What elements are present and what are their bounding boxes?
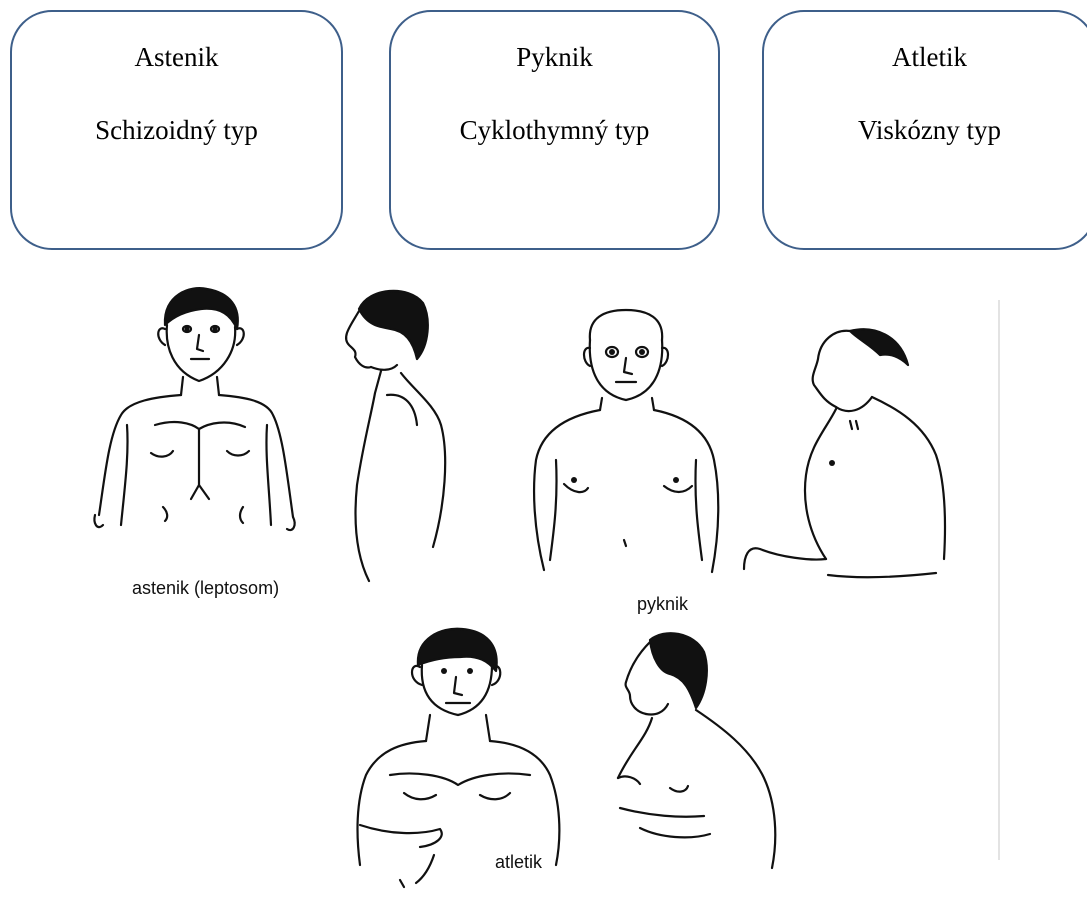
pyknik-subtitle: Cyklothymný typ bbox=[391, 115, 718, 146]
pyknik-front-illustration bbox=[528, 310, 728, 585]
atletik-front-illustration bbox=[350, 625, 570, 890]
astenik-subtitle: Schizoidný typ bbox=[12, 115, 341, 146]
scan-margin-line bbox=[998, 300, 1000, 860]
atletik-caption: atletik bbox=[495, 852, 542, 873]
astenik-caption: astenik (leptosom) bbox=[132, 578, 279, 599]
pyknik-caption: pyknik bbox=[637, 594, 688, 615]
atletik-side-illustration bbox=[600, 628, 790, 888]
astenik-title: Astenik bbox=[12, 42, 341, 73]
atletik-subtitle: Viskózny typ bbox=[764, 115, 1087, 146]
astenik-side-illustration bbox=[335, 285, 465, 585]
pyknik-side-illustration bbox=[740, 325, 950, 580]
atletik-title: Atletik bbox=[764, 42, 1087, 73]
pyknik-title: Pyknik bbox=[391, 42, 718, 73]
astenik-box: Astenik Schizoidný typ bbox=[10, 10, 343, 250]
atletik-box: Atletik Viskózny typ bbox=[762, 10, 1087, 250]
pyknik-box: Pyknik Cyklothymný typ bbox=[389, 10, 720, 250]
astenik-front-illustration bbox=[95, 285, 305, 555]
